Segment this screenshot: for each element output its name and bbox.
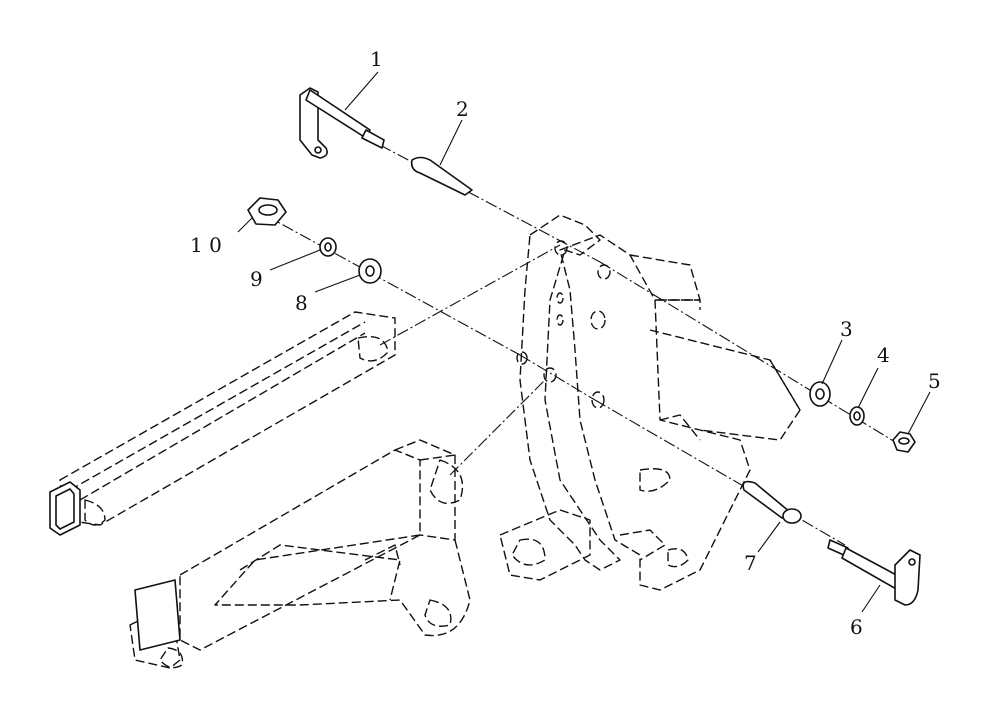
part-8-flat-washer bbox=[358, 258, 382, 284]
callout-2: 2 bbox=[456, 97, 469, 121]
assembly-center-lines bbox=[264, 144, 901, 546]
callout-9: 9 bbox=[250, 267, 263, 291]
callout-3: 3 bbox=[840, 317, 853, 341]
part-2-sleeve bbox=[410, 156, 473, 196]
callout-6: 6 bbox=[850, 615, 863, 639]
lower-frame-ghost bbox=[129, 439, 471, 669]
callout-10: 1 0 bbox=[190, 233, 222, 257]
callout-7: 7 bbox=[744, 551, 757, 575]
callout-5: 5 bbox=[928, 369, 941, 393]
part-9-lock-washer bbox=[319, 237, 337, 257]
part-10-hex-nut bbox=[247, 197, 287, 226]
part-5-hex-nut bbox=[892, 431, 916, 453]
callout-labels: 1 2 3 4 5 6 7 8 9 1 0 bbox=[190, 47, 941, 639]
part-7-sleeve bbox=[742, 480, 802, 524]
part-1-pin bbox=[299, 87, 385, 159]
part-3-flat-washer bbox=[809, 381, 831, 407]
callout-8: 8 bbox=[295, 291, 308, 315]
bracket-plates-ghost bbox=[499, 214, 801, 591]
leader-lines bbox=[237, 71, 931, 613]
part-4-lock-washer bbox=[849, 406, 865, 426]
tube-ghost bbox=[49, 311, 396, 536]
callout-1: 1 bbox=[370, 47, 383, 71]
callout-4: 4 bbox=[877, 343, 890, 367]
part-6-pin bbox=[827, 539, 921, 606]
